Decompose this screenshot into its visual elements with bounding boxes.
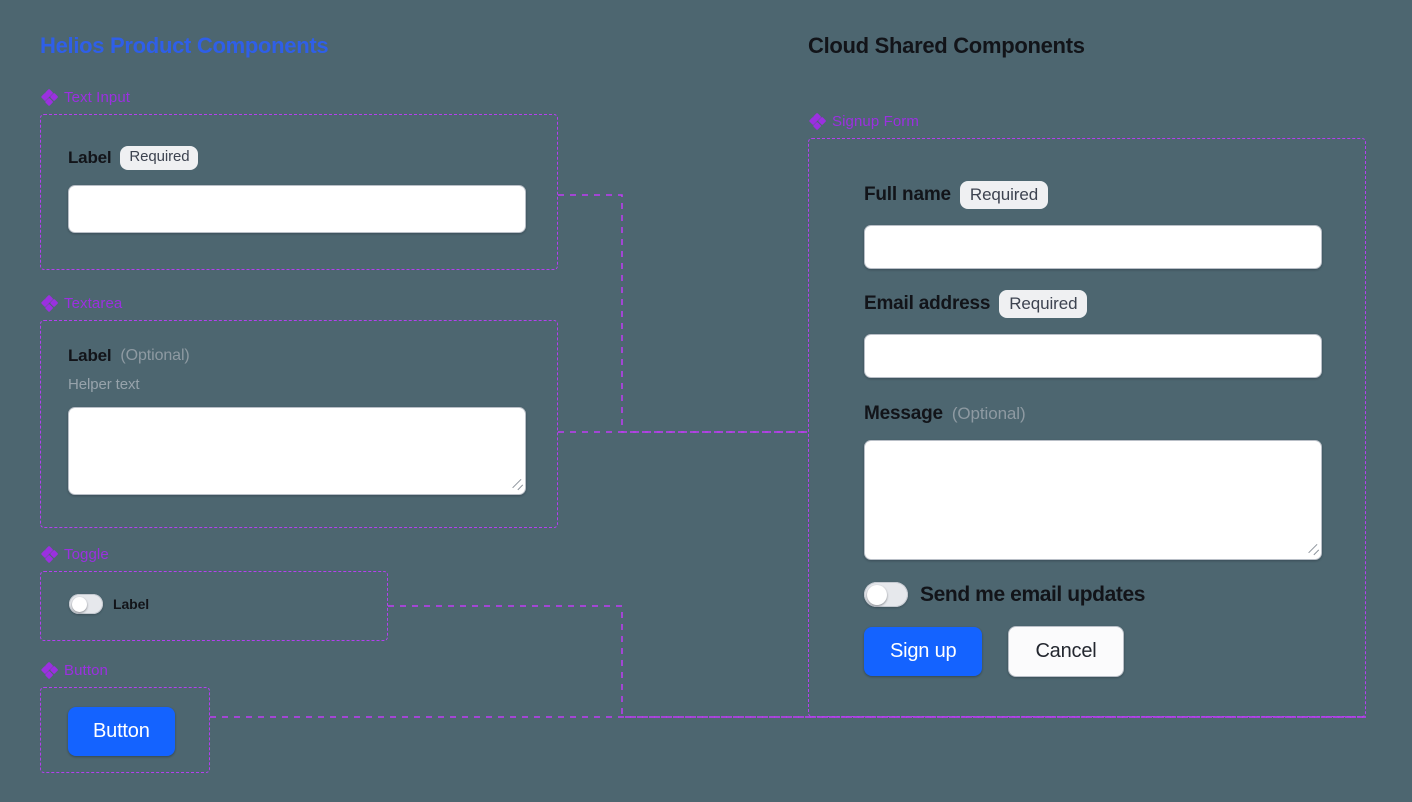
card-button: Button: [40, 687, 210, 773]
section-label-toggle: Toggle: [64, 546, 109, 563]
connector-text-input: [558, 194, 808, 433]
message-label: Message: [864, 403, 943, 424]
card-signup-form: Full name Required Email address Require…: [808, 138, 1366, 717]
diamond-cluster-icon: [40, 661, 59, 680]
toggle-group: Label: [69, 594, 149, 614]
page-title-right: Cloud Shared Components: [808, 33, 1085, 58]
section-label-textarea: Textarea: [64, 295, 123, 312]
cancel-button[interactable]: Cancel: [1008, 626, 1124, 677]
optional-note: (Optional): [120, 347, 190, 364]
text-input-label-row: Label Required: [68, 146, 526, 170]
textarea-label: Label: [68, 346, 112, 365]
full-name-label-row: Full name Required: [864, 181, 1322, 210]
diamond-cluster-icon: [808, 112, 827, 131]
required-badge: Required: [999, 290, 1088, 319]
diamond-cluster-icon: [40, 88, 59, 107]
section-label-button: Button: [64, 662, 108, 679]
message-wrapper: [864, 440, 1322, 560]
diamond-cluster-icon: [40, 294, 59, 313]
demo-button[interactable]: Button: [68, 707, 175, 756]
required-badge: Required: [120, 146, 199, 170]
email-input[interactable]: [864, 334, 1322, 379]
section-label-text-input: Text Input: [64, 89, 131, 106]
optional-note: (Optional): [951, 404, 1026, 423]
full-name-group: Full name Required: [864, 181, 1322, 270]
toggle-label: Label: [113, 596, 150, 612]
email-updates-toggle[interactable]: [864, 582, 908, 607]
card-text-input: Label Required: [40, 114, 558, 270]
message-group: Message (Optional): [864, 403, 1322, 560]
card-textarea: Label (Optional) Helper text: [40, 320, 558, 528]
section-header-toggle: Toggle: [40, 545, 109, 564]
card-toggle: Label: [40, 571, 388, 641]
sign-up-button[interactable]: Sign up: [864, 627, 983, 676]
full-name-label: Full name: [864, 184, 951, 206]
email-label: Email address: [864, 293, 991, 315]
text-input-field[interactable]: [68, 184, 526, 233]
textarea-helper-text: Helper text: [68, 376, 140, 393]
full-name-input[interactable]: [864, 225, 1322, 270]
message-textarea[interactable]: [864, 440, 1322, 560]
section-header-signup-form: Signup Form: [808, 112, 919, 131]
section-header-textarea: Textarea: [40, 294, 123, 313]
toggle-knob: [866, 584, 887, 605]
textarea-group: Label (Optional) Helper text: [68, 346, 526, 495]
toggle-switch[interactable]: [69, 594, 103, 614]
page-title-left: Helios Product Components: [40, 33, 329, 58]
toggle-knob: [71, 596, 87, 612]
text-input-group: Label Required: [68, 146, 526, 233]
email-updates-group: Send me email updates: [864, 582, 1145, 607]
section-header-text-input: Text Input: [40, 88, 131, 107]
textarea-field[interactable]: [68, 407, 526, 495]
required-badge: Required: [959, 181, 1049, 210]
email-label-row: Email address Required: [864, 290, 1322, 319]
form-actions: Sign up Cancel: [864, 626, 1124, 677]
text-input-label: Label: [68, 147, 112, 167]
textarea-label-row: Label (Optional): [68, 346, 526, 366]
diamond-cluster-icon: [40, 545, 59, 564]
email-updates-label: Send me email updates: [920, 582, 1146, 606]
textarea-wrapper: [68, 407, 526, 495]
section-header-button: Button: [40, 661, 108, 680]
message-label-row: Message (Optional): [864, 403, 1322, 425]
section-label-signup-form: Signup Form: [832, 113, 919, 130]
email-group: Email address Required: [864, 290, 1322, 379]
